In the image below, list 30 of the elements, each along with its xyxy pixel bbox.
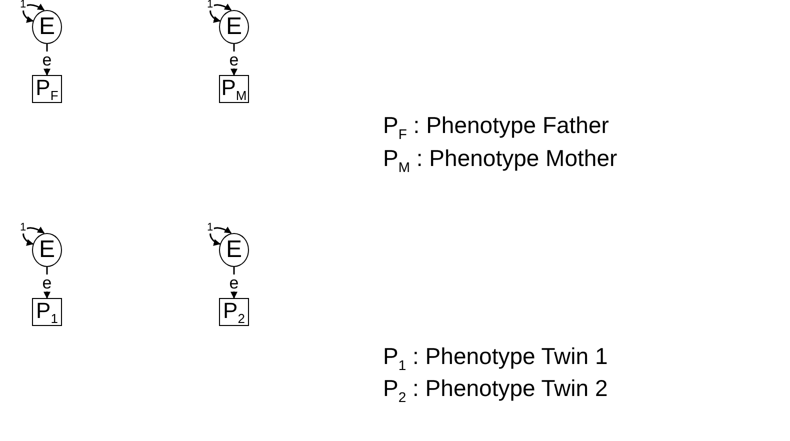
edge-label: e [41, 51, 53, 68]
self-loop-arrow [210, 4, 232, 22]
legend-note: P$_{F}$ : Phenotype Father [383, 114, 609, 141]
node-label: P$_{F}$ [36, 76, 58, 102]
self-loop-arrow [22, 4, 45, 22]
latent-variable-circle [32, 233, 62, 267]
legend-note: P$_{1}$ : Phenotype Twin 1 [383, 345, 608, 372]
latent-variable-circle [32, 10, 62, 44]
node-label: P$_{M}$ [221, 76, 247, 102]
observed-variable-box [219, 298, 249, 326]
observed-variable-box [32, 298, 62, 326]
node-label: P$_{2}$ [223, 300, 245, 324]
self-loop-arrow [22, 226, 45, 246]
edge-label: e [228, 51, 240, 68]
node-label: E [38, 238, 55, 262]
node-label: E [38, 15, 55, 39]
edge-label: 1 [18, 222, 28, 234]
node-label: E [226, 15, 242, 39]
edge-label: 1 [206, 222, 214, 234]
node-label: E [226, 238, 242, 262]
edge-label: e [228, 274, 240, 291]
legend-note: P$_{M}$ : Phenotype Mother [383, 147, 618, 174]
edge-label: 1 [18, 0, 28, 10]
legend-note: P$_{2}$ : Phenotype Twin 2 [383, 377, 608, 404]
edge-label: e [41, 274, 53, 291]
node-label: P$_{1}$ [36, 300, 58, 324]
edge-label: 1 [206, 0, 214, 10]
latent-variable-circle [219, 10, 249, 44]
latent-variable-circle [219, 233, 249, 267]
self-loop-arrow [210, 226, 232, 246]
